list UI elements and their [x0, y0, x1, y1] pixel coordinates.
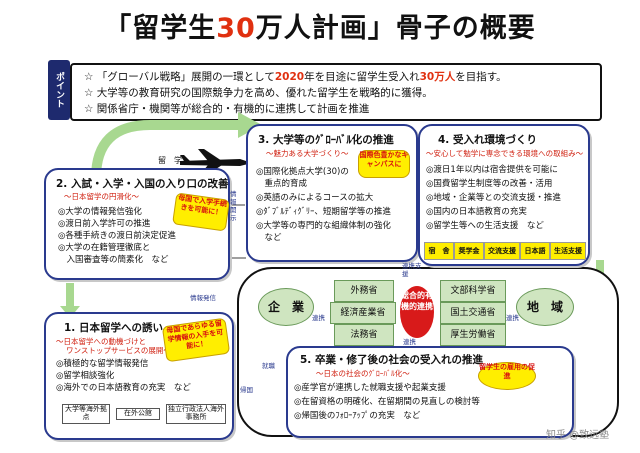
box-3-item: など — [256, 233, 282, 243]
box-5-item: ◎帰国後のﾌｫﾛｰｱｯﾌﾟの充実 など — [294, 411, 421, 421]
point-1: ☆ 「グローバル戦略」展開の一環として2020年を目途に留学生受入れ30万人を目… — [84, 71, 507, 83]
points-box: ☆ 「グローバル戦略」展開の一環として2020年を目途に留学生受入れ30万人を目… — [70, 63, 602, 121]
tag-japanese: 日本語 — [520, 242, 550, 260]
box-3-item: ◎ﾀﾞﾌﾞﾙﾃﾞｨｸﾞﾘｰ、短期留学等の推進 — [256, 207, 391, 217]
cycle-arrow-icon — [91, 120, 240, 179]
box-4-item: ◎国費留学生制度等の改善・活用 — [426, 179, 553, 189]
tag-exchange: 交流支援 — [484, 242, 520, 260]
box-5-item: ◎産学官が連携した就職支援や起業支援 — [294, 383, 446, 393]
box-5-heading: 5. 卒業・修了後の社会の受入れの推進 — [300, 354, 483, 366]
node-company: 企 業 — [258, 288, 314, 326]
box-3-item: ◎英語のみによるコースの拡大 — [256, 193, 374, 203]
label-info-disclosure: 情報開示 — [230, 190, 237, 222]
box-4-item: ◎留学生等への生活支援 など — [426, 221, 544, 231]
tag-living: 生活支援 — [550, 242, 586, 260]
box-3-callout: 国際色豊かなキャンパスに — [358, 150, 410, 178]
box-1-item: ◎海外での日本語教育の充実 など — [56, 383, 191, 393]
panel-university-overseas: 大学等海外拠点 — [62, 404, 110, 424]
box-2-item: ◎大学の在籍管理徹底と — [58, 243, 151, 253]
box-2-entrance: 2. 入試・入学・入国の入り口の改善 ～日本留学の円滑化～ ◎大学の情報発信強化… — [44, 168, 230, 280]
label-link-left: 連携 — [312, 314, 325, 322]
ministry-moj: 法務省 — [334, 324, 394, 346]
label-info-send: 情報発信 — [190, 294, 216, 302]
box-5-post-graduation: 5. 卒業・修了後の社会の受入れの推進 ～日本の社会のｸﾞﾛｰﾊﾞﾙ化～ ◎産学… — [286, 346, 574, 438]
label-employment: 就職 — [262, 362, 275, 370]
point-tab: ポイント — [48, 60, 70, 120]
label-link-right: 連携 — [506, 314, 519, 322]
box-1-item: ◎積極的な留学情報発信 — [56, 359, 149, 369]
box-4-item: ◎渡日1年以内は宿舎提供を可能に — [426, 165, 558, 175]
box-2-item: ◎大学の情報発信強化 — [58, 207, 142, 217]
box-4-item: ◎国内の日本語教育の充実 — [426, 207, 527, 217]
label-link-bottom: 連携 — [403, 338, 416, 346]
ministry-meti: 経済産業省 — [330, 302, 396, 324]
point-3: ☆ 関係省庁・機関等が総合的・有機的に連携して計画を推進 — [84, 103, 370, 115]
box-1-item: ◎留学相談強化 — [56, 371, 115, 381]
label-return-home: 帰国 — [240, 386, 253, 394]
box-2-item: ◎各種手続きの渡日前決定促進 — [58, 231, 176, 241]
cycle-arrowhead-icon — [238, 112, 262, 138]
box-2-item: ◎渡日前入学許可の推進 — [58, 219, 151, 229]
box-2-subtitle: ～日本留学の円滑化～ — [64, 192, 139, 201]
box-3-item: 重点的育成 — [256, 179, 308, 189]
tag-housing: 宿 舎 — [424, 242, 454, 260]
point-2: ☆ 大学等の教育研究の国際競争力を高め、優れた留学生を戦略的に獲得。 — [84, 87, 433, 99]
page-title: 「留学生30万人計画」骨子の概要 — [104, 13, 536, 44]
ministry-mlit: 国土交通省 — [440, 302, 506, 324]
box-5-subtitle: ～日本の社会のｸﾞﾛｰﾊﾞﾙ化～ — [316, 369, 410, 378]
core-coordination: 総合的有機的連携 — [400, 286, 434, 338]
box-5-callout: 留学生の雇用の促進 — [478, 362, 536, 390]
ministry-mofa: 外務省 — [334, 280, 394, 302]
box-3-item: ◎国際化拠点大学(30)の — [256, 167, 349, 177]
box-3-item: ◎大学等の専門的な組織体制の強化 — [256, 221, 391, 231]
watermark: 知乎 @致远塾 — [546, 430, 610, 441]
node-region: 地 域 — [516, 288, 574, 326]
panel-iai-office: 独立行政法人海外事務所 — [166, 404, 226, 424]
box-1-subtitle: ～日本留学への動機づけと — [56, 337, 146, 346]
ministry-mext: 文部科学省 — [440, 280, 506, 302]
box-2-heading: 2. 入試・入学・入国の入り口の改善 — [56, 178, 229, 190]
box-1-heading: 1. 日本留学への誘い — [64, 322, 163, 334]
ministry-mhlw: 厚生労働省 — [440, 324, 506, 346]
label-link-support: 連携支援 — [402, 262, 422, 278]
box-5-item: ◎在留資格の明確化、在留期間の見直しの検討等 — [294, 397, 480, 407]
box-3-subtitle: ～魅力ある大学づくり～ — [266, 149, 349, 158]
box-2-item: 入国審査等の簡素化 など — [58, 255, 169, 265]
box-3-globalization: 3. 大学等のｸﾞﾛｰﾊﾞﾙ化の推進 ～魅力ある大学づくり～ ◎国際化拠点大学(… — [246, 124, 418, 262]
box-1-subtitle-2: ワンストップサービスの展開～ — [66, 346, 171, 355]
box-4-subtitle: ～安心して勉学に専念できる環境への取組み～ — [426, 149, 584, 158]
tag-scholarship: 奨学金 — [454, 242, 484, 260]
box-4-heading: 4. 受入れ環境づくり — [438, 134, 537, 146]
box-3-heading: 3. 大学等のｸﾞﾛｰﾊﾞﾙ化の推進 — [258, 134, 394, 146]
box-4-item: ◎地域・企業等との交流支援・推進 — [426, 193, 561, 203]
label-study-abroad: 留 学 — [158, 156, 182, 165]
panel-embassy: 在外公館 — [116, 408, 160, 420]
